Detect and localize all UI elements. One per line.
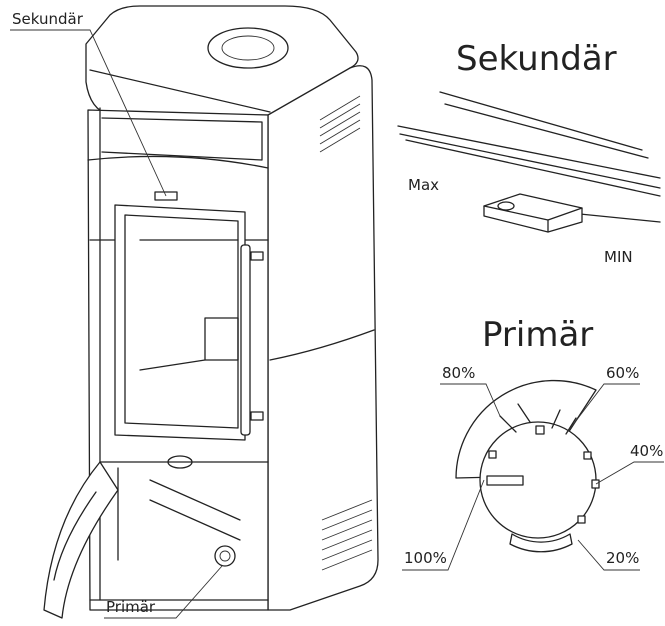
setting-40-label: 40% bbox=[630, 442, 663, 460]
secondary-detail: Sekundär Max MIN bbox=[397, 39, 661, 266]
setting-60-label: 60% bbox=[606, 364, 639, 382]
leader-40 bbox=[595, 461, 664, 485]
leader-80 bbox=[440, 383, 501, 417]
side-vents-bottom bbox=[321, 499, 373, 571]
setting-20-label: 20% bbox=[606, 549, 639, 567]
secondary-detail-title: Sekundär bbox=[456, 39, 617, 79]
primary-detail: Primär 80% 60% 40% 20% 100% bbox=[402, 315, 664, 571]
stove-illustration bbox=[43, 5, 379, 619]
stove-primary-label: Primär bbox=[106, 598, 156, 616]
secondary-leader-line bbox=[10, 29, 167, 197]
primary-leader-line bbox=[104, 565, 223, 619]
secondary-min-label: MIN bbox=[604, 248, 633, 266]
secondary-max-label: Max bbox=[408, 176, 439, 194]
dial-pointer bbox=[486, 475, 524, 486]
setting-80-label: 80% bbox=[442, 364, 475, 382]
stove-secondary-label: Sekundär bbox=[12, 10, 84, 28]
leader-100 bbox=[402, 479, 485, 571]
leader-60 bbox=[565, 383, 640, 435]
leader-20 bbox=[577, 539, 640, 571]
side-vents-top bbox=[319, 95, 361, 153]
setting-100-label: 100% bbox=[404, 549, 447, 567]
primary-detail-title: Primär bbox=[482, 315, 593, 355]
